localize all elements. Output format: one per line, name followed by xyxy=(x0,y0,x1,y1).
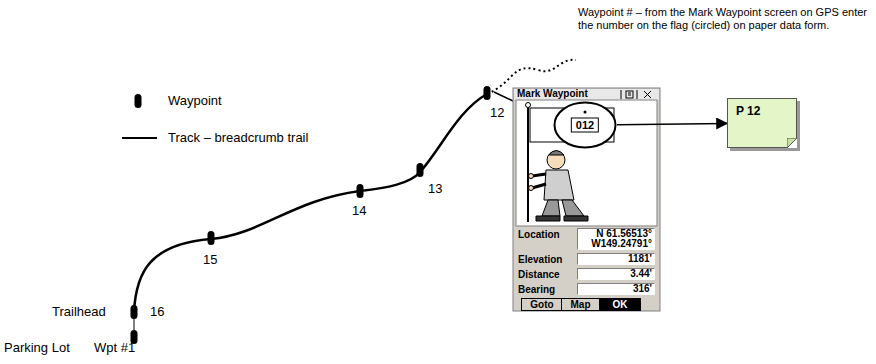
field-value: 316' xyxy=(577,283,655,295)
callout-number: 12 xyxy=(490,105,504,120)
connector-arrow xyxy=(617,123,727,124)
field-value: 3.44' xyxy=(577,268,655,280)
title-icons xyxy=(621,90,651,99)
picture-area xyxy=(516,100,657,226)
place-label: Trailhead xyxy=(52,304,106,319)
place-label: Parking Lot xyxy=(4,340,70,355)
button-label: Goto xyxy=(522,299,562,310)
place-label: Wpt #1 xyxy=(94,340,135,355)
window-title: Mark Waypoint xyxy=(517,88,588,100)
track-line xyxy=(134,94,487,312)
legend-track-line xyxy=(122,137,157,139)
gps-window-node: Mark Waypoint 012Location N 61.56513° W149… xyxy=(513,88,660,311)
pole-knob xyxy=(526,103,531,108)
bearing-field: Bearing 316' xyxy=(518,283,655,295)
map-button: Map xyxy=(561,298,600,311)
title-bar xyxy=(514,89,659,100)
callout-number: 15 xyxy=(203,252,217,267)
goto-button: Goto xyxy=(521,298,563,311)
button-label: OK xyxy=(600,299,640,310)
field-label: Distance xyxy=(518,268,560,281)
legend-label: Track – breadcrumb trail xyxy=(168,130,308,145)
annotation-note: Waypoint # – from the Mark Waypoint scre… xyxy=(578,6,870,32)
flag-pole xyxy=(527,106,529,222)
form-entry: P 12 xyxy=(736,104,760,118)
field-value: 1181' xyxy=(577,253,655,265)
flag-dot xyxy=(584,111,587,114)
legend-waypoint-symbol xyxy=(135,94,142,108)
gps-window xyxy=(513,88,660,311)
callout-number: 13 xyxy=(428,181,442,196)
location-field: Location N 61.56513° W149.24791° xyxy=(518,228,655,250)
waypoint-number: 012 xyxy=(571,118,599,133)
field-label: Bearing xyxy=(518,283,555,296)
elevation-field: Elevation 1181' xyxy=(518,253,655,265)
flag-circle: 012 xyxy=(553,101,617,149)
legend-label: Waypoint xyxy=(168,93,222,108)
field-value: N 61.56513° W149.24791° xyxy=(577,228,655,250)
ok-button: OK xyxy=(599,298,641,311)
cartoon-figure xyxy=(529,151,589,222)
distance-field: Distance 3.44' xyxy=(518,268,655,280)
sticky-note: P 12 xyxy=(727,98,797,148)
field-label: Elevation xyxy=(518,253,562,266)
fold-cut xyxy=(787,138,797,148)
button-label: Map xyxy=(562,299,599,310)
note-fold xyxy=(787,138,797,148)
callout-number: 16 xyxy=(150,304,164,319)
circle-mark xyxy=(555,103,616,148)
waypoint-markers xyxy=(131,86,491,344)
field-label: Location xyxy=(518,228,560,241)
callout-number: 14 xyxy=(352,203,366,218)
fold-flap xyxy=(787,138,797,148)
trail-spur xyxy=(134,319,135,330)
